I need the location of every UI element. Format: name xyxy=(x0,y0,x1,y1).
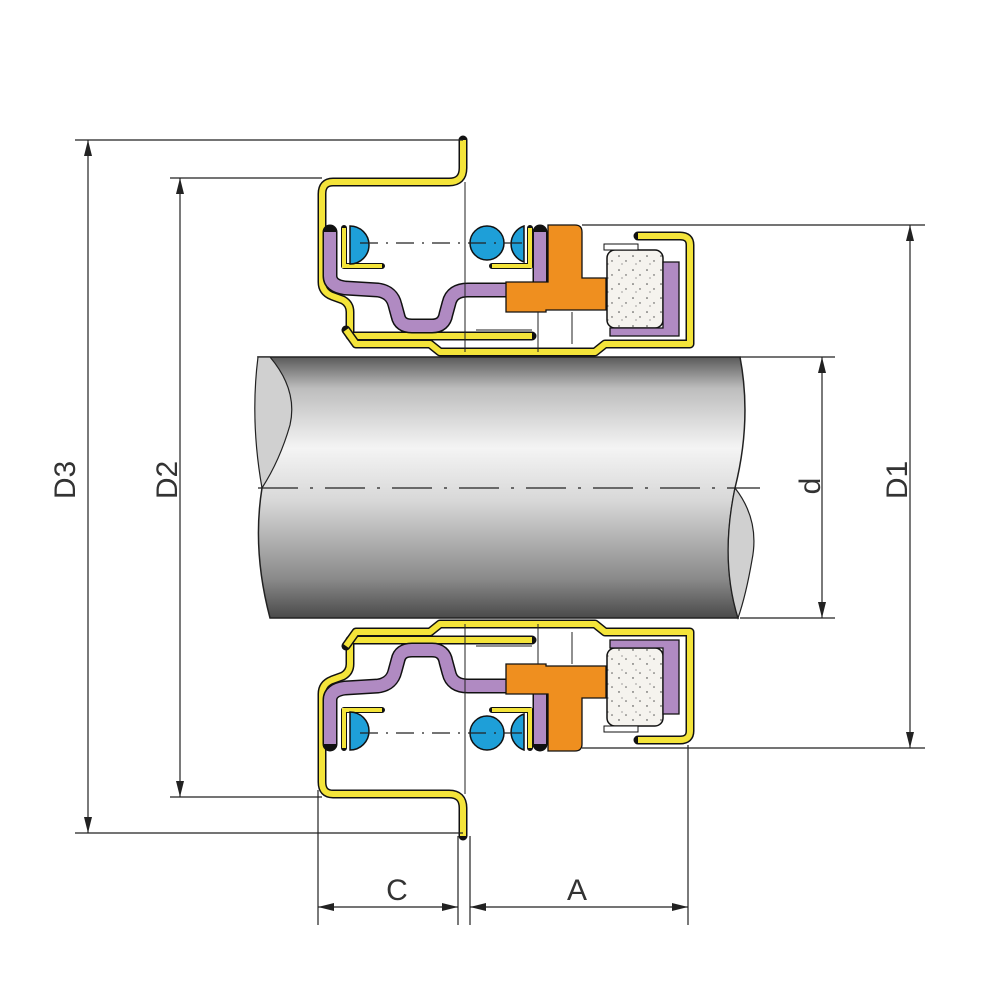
dimension-d: d xyxy=(794,357,827,618)
label-A: A xyxy=(567,874,587,907)
extension-lines xyxy=(75,139,925,925)
label-D2: D2 xyxy=(151,461,184,499)
label-D3: D3 xyxy=(49,461,82,499)
seal-upper-half xyxy=(322,140,690,352)
shaft xyxy=(254,356,760,620)
label-C: C xyxy=(386,874,408,907)
seal-lower-half xyxy=(322,624,690,836)
label-d: d xyxy=(794,478,827,495)
dimension-D2: D2 xyxy=(151,178,184,797)
dimension-D3: D3 xyxy=(49,140,92,833)
dimension-A: A xyxy=(470,874,688,911)
dimension-C: C xyxy=(318,874,458,911)
label-D1: D1 xyxy=(881,461,914,499)
dimension-D1: D1 xyxy=(881,225,914,748)
